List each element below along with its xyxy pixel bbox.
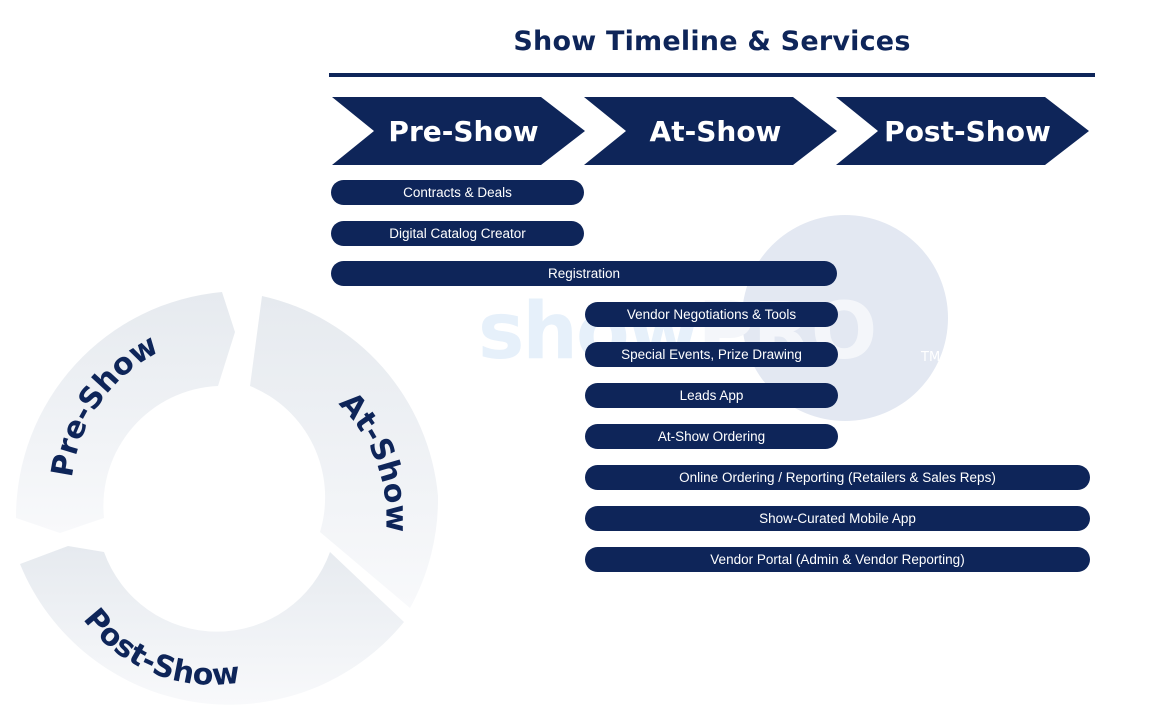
service-bar-leads-app: Leads App	[585, 383, 838, 408]
phase-label: At-Show	[649, 114, 782, 148]
service-bar-registration: Registration	[331, 261, 837, 286]
phase-chevron-at-show: At-Show	[584, 97, 837, 165]
service-bar-online-ordering: Online Ordering / Reporting (Retailers &…	[585, 465, 1090, 490]
title-divider	[329, 73, 1095, 77]
service-bar-special-events: Special Events, Prize Drawing	[585, 342, 838, 367]
watermark-trademark: TM	[920, 350, 940, 365]
service-bar-mobile-app: Show-Curated Mobile App	[585, 506, 1090, 531]
page-title: Show Timeline & Services	[513, 26, 911, 57]
phase-label: Post-Show	[884, 114, 1051, 148]
service-bar-at-show-ordering: At-Show Ordering	[585, 424, 838, 449]
phase-chevron-post-show: Post-Show	[836, 97, 1089, 165]
service-bar-contracts-deals: Contracts & Deals	[331, 180, 584, 205]
service-bar-vendor-negotiations: Vendor Negotiations & Tools	[585, 302, 838, 327]
cycle-segment-at-show	[250, 296, 439, 608]
phase-label: Pre-Show	[388, 114, 539, 148]
service-bar-digital-catalog-creator: Digital Catalog Creator	[331, 221, 584, 246]
phase-chevron-pre-show: Pre-Show	[332, 97, 585, 165]
cycle-segment-pre-show	[15, 292, 235, 533]
service-bar-vendor-portal: Vendor Portal (Admin & Vendor Reporting)	[585, 547, 1090, 572]
cycle-segment-post-show	[20, 546, 404, 705]
